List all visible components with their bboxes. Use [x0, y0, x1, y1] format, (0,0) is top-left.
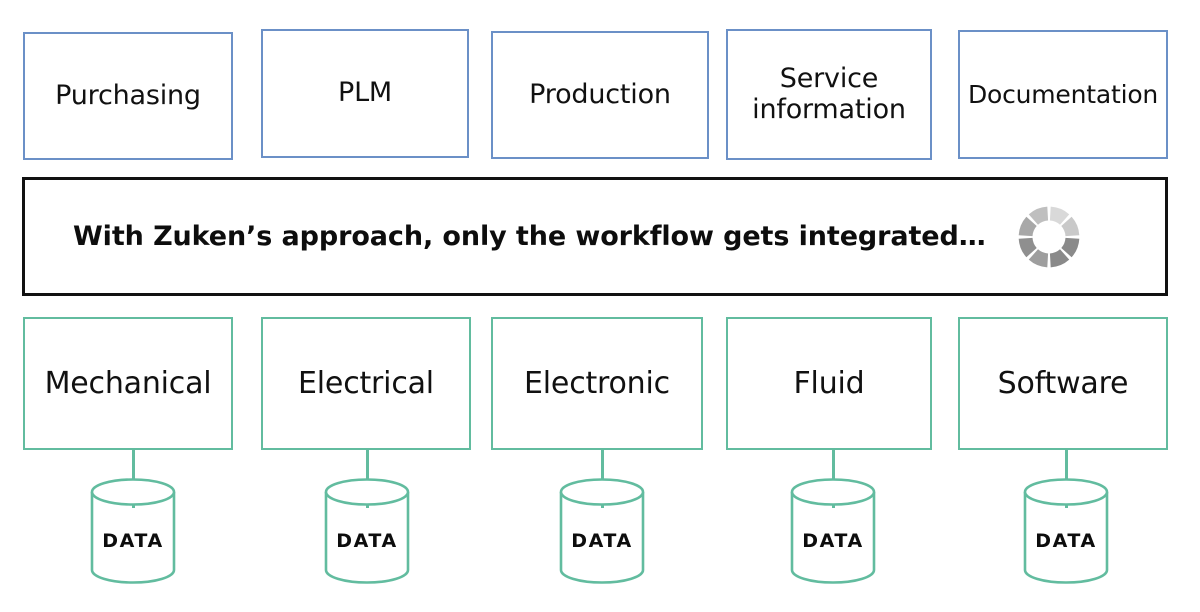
- database-cylinder[interactable]: DATA: [1022, 478, 1110, 584]
- database-label: DATA: [802, 530, 864, 552]
- integration-banner: With Zuken’s approach, only the workflow…: [22, 177, 1168, 296]
- database-cylinder[interactable]: DATA: [323, 478, 411, 584]
- process-box-label: Documentation: [967, 79, 1159, 109]
- cylinder-icon: [1023, 478, 1109, 584]
- cylinder-icon: [324, 478, 410, 584]
- discipline-box-label: Mechanical: [44, 366, 212, 401]
- process-box-purchasing[interactable]: Purchasing: [23, 32, 233, 160]
- database-label: DATA: [336, 530, 398, 552]
- discipline-box-label: Electronic: [524, 366, 670, 401]
- discipline-box-electrical[interactable]: Electrical: [261, 317, 471, 450]
- database-label: DATA: [1035, 530, 1097, 552]
- spinner-segment: [1049, 248, 1069, 267]
- database-cylinder[interactable]: DATA: [789, 478, 877, 584]
- discipline-box-software[interactable]: Software: [958, 317, 1168, 450]
- process-box-label: Purchasing: [55, 79, 201, 111]
- banner-message: With Zuken’s approach, only the workflow…: [73, 221, 986, 252]
- process-box-label: PLM: [337, 77, 393, 109]
- spinner-segment: [1018, 237, 1037, 257]
- spinner-segment: [1018, 216, 1037, 236]
- loading-spinner-icon: [1018, 206, 1079, 267]
- cylinder-icon: [790, 478, 876, 584]
- process-box-documentation[interactable]: Documentation: [958, 30, 1168, 159]
- spinner-segment: [1028, 206, 1048, 225]
- database-label: DATA: [571, 530, 633, 552]
- discipline-box-fluid[interactable]: Fluid: [726, 317, 932, 450]
- spinner-segment: [1060, 237, 1079, 257]
- process-box-plm[interactable]: PLM: [261, 29, 469, 158]
- discipline-box-mechanical[interactable]: Mechanical: [23, 317, 233, 450]
- database-label: DATA: [102, 530, 164, 552]
- discipline-box-label: Fluid: [793, 366, 865, 401]
- spinner-segment: [1060, 216, 1079, 236]
- cylinder-icon: [559, 478, 645, 584]
- cylinder-icon: [90, 478, 176, 584]
- database-cylinder[interactable]: DATA: [558, 478, 646, 584]
- database-cylinder[interactable]: DATA: [89, 478, 177, 584]
- spinner-segment: [1049, 206, 1069, 225]
- discipline-box-label: Electrical: [298, 366, 434, 401]
- spinner-segment: [1028, 248, 1048, 267]
- discipline-box-electronic[interactable]: Electronic: [491, 317, 703, 450]
- process-box-production[interactable]: Production: [491, 31, 709, 159]
- discipline-box-label: Software: [997, 366, 1129, 401]
- process-box-label: Production: [529, 78, 671, 110]
